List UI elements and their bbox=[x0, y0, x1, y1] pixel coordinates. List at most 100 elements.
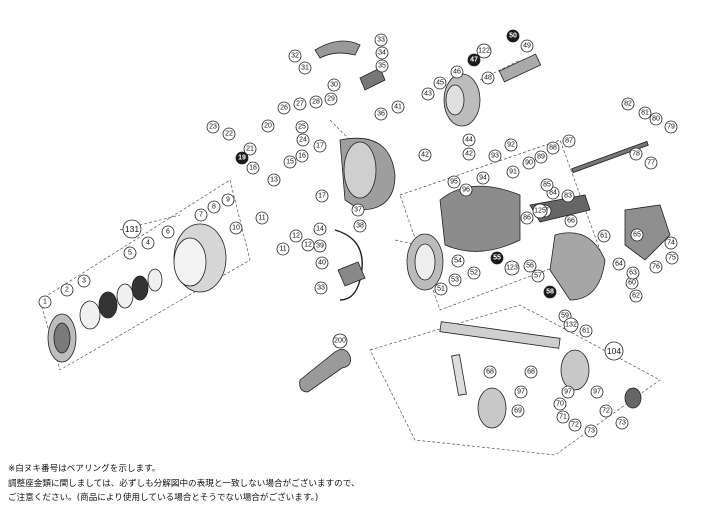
part-callout-131: 131 bbox=[122, 219, 142, 239]
callout-number: 6 bbox=[166, 229, 170, 236]
callout-circle bbox=[612, 257, 626, 271]
callout-circle bbox=[504, 260, 520, 276]
part-callout-7: 7 bbox=[194, 208, 208, 222]
part-callout-69: 69 bbox=[511, 404, 525, 418]
callout-circle bbox=[194, 208, 208, 222]
callout-circle bbox=[561, 189, 575, 203]
callout-circle bbox=[543, 285, 557, 299]
reel-body bbox=[439, 185, 521, 252]
callout-number: 82 bbox=[624, 101, 632, 108]
callout-number: 22 bbox=[225, 131, 233, 138]
exploded-parts-diagram: 1234567891011111212131415161717181920212… bbox=[38, 29, 679, 456]
callout-circle bbox=[638, 106, 652, 120]
callout-circle bbox=[459, 183, 473, 197]
callout-number: 49 bbox=[523, 43, 531, 50]
callout-number: 132 bbox=[565, 322, 577, 329]
pinion-shaft bbox=[498, 53, 542, 83]
callout-circle bbox=[584, 424, 598, 438]
part-callout-122: 122 bbox=[476, 43, 492, 59]
callout-number: 92 bbox=[507, 142, 515, 149]
callout-circle bbox=[481, 71, 495, 85]
callout-number: 10 bbox=[232, 225, 240, 232]
callout-number: 74 bbox=[667, 240, 675, 247]
part-callout-54: 54 bbox=[451, 254, 465, 268]
part-callout-58: 58 bbox=[543, 285, 557, 299]
part-callout-13: 13 bbox=[267, 173, 281, 187]
callout-number: 60 bbox=[628, 280, 636, 287]
callout-number: 48 bbox=[484, 75, 492, 82]
part-callout-10: 10 bbox=[229, 221, 243, 235]
callout-circle bbox=[534, 150, 548, 164]
callout-circle bbox=[462, 147, 476, 161]
part-callout-42: 42 bbox=[462, 147, 476, 161]
callout-number: 3 bbox=[82, 278, 86, 285]
part-callout-40: 40 bbox=[315, 256, 329, 270]
callout-number: 91 bbox=[509, 169, 517, 176]
callout-number: 76 bbox=[652, 264, 660, 271]
callout-circle bbox=[246, 161, 260, 175]
part-callout-30: 30 bbox=[327, 78, 341, 92]
callout-circle bbox=[283, 155, 297, 169]
callout-circle bbox=[375, 46, 389, 60]
callout-number: 41 bbox=[394, 104, 402, 111]
part-callout-28: 28 bbox=[309, 95, 323, 109]
callout-circle bbox=[288, 49, 302, 63]
part-callout-91: 91 bbox=[506, 165, 520, 179]
callout-number: 122 bbox=[478, 48, 490, 55]
bail-arm bbox=[314, 40, 361, 59]
callout-circle bbox=[447, 175, 461, 189]
callout-circle bbox=[522, 156, 536, 170]
part-callout-74: 74 bbox=[664, 236, 678, 250]
callout-circle bbox=[597, 229, 611, 243]
callout-number: 88 bbox=[549, 145, 557, 152]
callout-circle bbox=[295, 120, 309, 134]
part-callout-68: 68 bbox=[483, 365, 497, 379]
callout-circle bbox=[451, 254, 465, 268]
callout-circle bbox=[313, 222, 327, 236]
part-callout-9: 9 bbox=[221, 193, 235, 207]
callout-circle bbox=[506, 29, 520, 43]
tool-wrench bbox=[299, 348, 352, 393]
part-callout-23: 23 bbox=[206, 120, 220, 134]
callout-circle bbox=[314, 281, 328, 295]
callout-number: 70 bbox=[556, 401, 564, 408]
part-callout-76: 76 bbox=[649, 260, 663, 274]
callout-number: 131 bbox=[125, 224, 139, 234]
callout-circle bbox=[243, 142, 257, 156]
callout-circle bbox=[520, 39, 534, 53]
part-callout-86: 86 bbox=[520, 211, 534, 225]
callout-circle bbox=[315, 256, 329, 270]
part-callout-57: 57 bbox=[531, 269, 545, 283]
callout-circle bbox=[476, 171, 490, 185]
callout-circle bbox=[599, 404, 613, 418]
callout-number: 71 bbox=[559, 414, 567, 421]
callout-circle bbox=[433, 76, 447, 90]
callout-number: 40 bbox=[318, 260, 326, 267]
callout-number: 15 bbox=[286, 159, 294, 166]
part-callout-6: 6 bbox=[161, 225, 175, 239]
handle-group-frame bbox=[369, 304, 661, 456]
callout-circle bbox=[295, 149, 309, 163]
callout-number: 47 bbox=[470, 57, 478, 64]
callout-circle bbox=[504, 138, 518, 152]
part-callout-64: 64 bbox=[612, 257, 626, 271]
callout-number: 19 bbox=[238, 155, 246, 162]
callout-circle bbox=[315, 189, 329, 203]
callout-number: 97 bbox=[564, 389, 572, 396]
callout-number: 57 bbox=[534, 273, 542, 280]
callout-number: 66 bbox=[567, 218, 575, 225]
part-callout-45: 45 bbox=[433, 76, 447, 90]
callout-circle bbox=[293, 97, 307, 111]
callout-circle bbox=[523, 259, 537, 273]
part-callout-26: 26 bbox=[277, 101, 291, 115]
callout-circle bbox=[483, 365, 497, 379]
callout-number: 16 bbox=[298, 153, 306, 160]
callout-number: 85 bbox=[543, 182, 551, 189]
part-callout-33: 33 bbox=[314, 281, 328, 295]
body-guard bbox=[624, 204, 671, 261]
part-callout-123: 123 bbox=[504, 260, 520, 276]
part-callout-18: 18 bbox=[246, 161, 260, 175]
callout-circle bbox=[564, 214, 578, 228]
callout-circle bbox=[546, 141, 560, 155]
callout-number: 20 bbox=[264, 123, 272, 130]
